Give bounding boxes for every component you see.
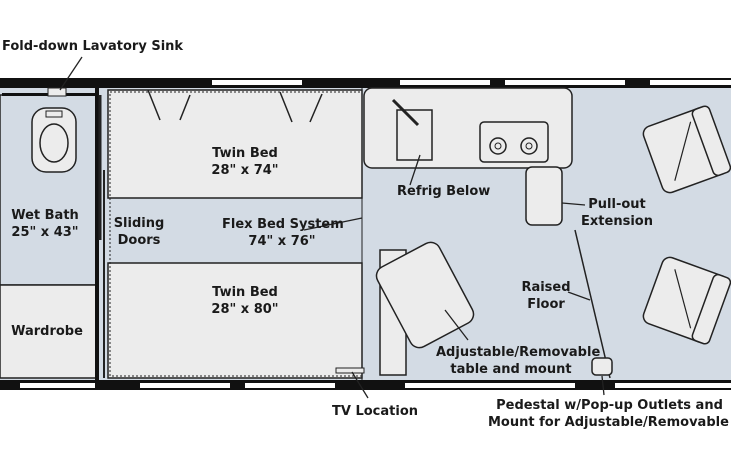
label-flex-bed-size: 74" x 76" — [248, 234, 316, 249]
label-twin-bed-bottom: Twin Bed 28" x 80" — [200, 284, 290, 318]
label-twin-bed-top-size: 28" x 74" — [211, 163, 279, 178]
driver-seat — [642, 105, 731, 194]
label-twin-bed-bottom-size: 28" x 80" — [211, 302, 279, 317]
label-wardrobe: Wardrobe — [11, 324, 83, 339]
label-twin-bed-bottom-name: Twin Bed — [212, 285, 278, 300]
passenger-seat — [642, 256, 731, 345]
label-pedestal-l2: Mount for Adjustable/Removable Table — [488, 415, 731, 430]
dinette-table — [375, 241, 475, 349]
label-sliding-doors-l2: Doors — [117, 233, 161, 248]
label-pullout: Pull-out Extension — [578, 196, 656, 230]
label-sliding-doors-l1: Sliding — [113, 216, 165, 231]
lavatory-sink — [47, 87, 67, 97]
twin-bed-bottom — [107, 262, 363, 379]
pedestal — [591, 357, 613, 376]
bottom-wall — [0, 380, 731, 390]
label-twin-bed-top: Twin Bed 28" x 74" — [200, 145, 290, 179]
label-table-l1: Adjustable/Removable — [436, 345, 601, 360]
tv-mount — [335, 367, 365, 374]
bottom-windows — [20, 383, 731, 388]
raised-floor-edge — [574, 229, 611, 379]
label-raised-floor: Raised Floor — [516, 279, 576, 313]
label-table: Adjustable/Removable table and mount — [436, 344, 601, 378]
toilet-icon — [31, 107, 77, 173]
label-twin-bed-top-name: Twin Bed — [212, 146, 278, 161]
label-flex-bed-name: Flex Bed System — [222, 217, 344, 232]
cooktop — [479, 121, 549, 163]
bed-straps — [147, 89, 323, 123]
label-refrig: Refrig Below — [397, 184, 491, 199]
twin-bed-top — [107, 89, 363, 199]
label-wet-bath-size: 25" x 43" — [11, 225, 79, 240]
leader-lines — [59, 56, 605, 399]
top-wall — [0, 78, 731, 88]
label-pullout-l1: Pull-out — [588, 197, 646, 212]
label-raised-floor-l1: Raised — [521, 280, 571, 295]
label-tv-location: TV Location — [332, 404, 419, 419]
label-pedestal-l1: Pedestal w/Pop-up Outlets and — [496, 398, 723, 413]
label-flex-bed: Flex Bed System 74" x 76" — [222, 216, 344, 250]
label-lavatory-sink: Fold-down Lavatory Sink — [2, 39, 184, 54]
label-wet-bath-name: Wet Bath — [11, 208, 79, 223]
label-sliding-doors: Sliding Doors — [112, 215, 166, 249]
top-windows — [212, 80, 731, 85]
label-raised-floor-l2: Floor — [527, 297, 565, 312]
label-pedestal: Pedestal w/Pop-up Outlets and Mount for … — [488, 397, 731, 431]
label-pullout-l2: Extension — [581, 214, 653, 229]
label-wet-bath: Wet Bath 25" x 43" — [6, 207, 84, 241]
label-table-l2: table and mount — [450, 362, 572, 377]
pullout-extension — [525, 166, 563, 226]
sink — [396, 109, 433, 161]
